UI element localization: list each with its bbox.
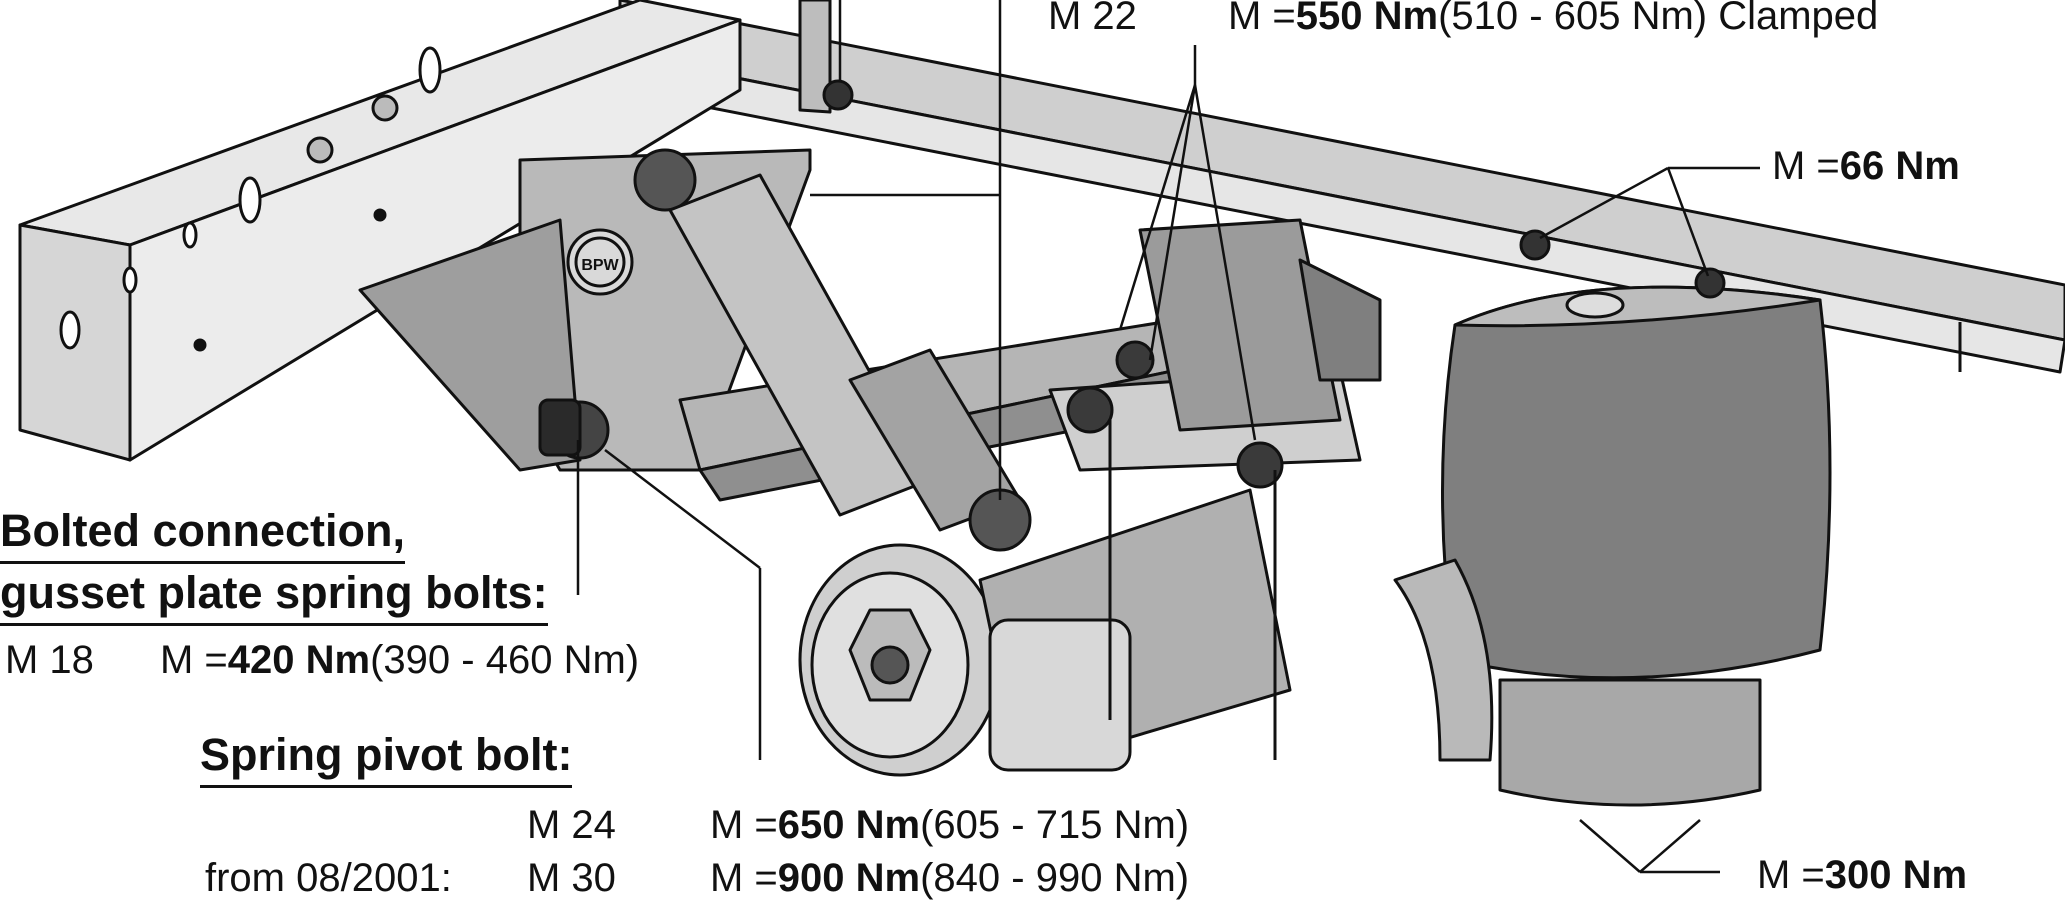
pivot-row1-size: M 24	[527, 803, 616, 847]
frame-bolts	[822, 79, 1726, 299]
brake-actuator	[1138, 218, 1382, 432]
air-spring-prefix: M =	[1757, 853, 1825, 897]
gusset-value: 420 Nm	[227, 638, 371, 682]
pivot-row2-value: 900 Nm	[777, 856, 921, 900]
gusset-range: (390 - 460 Nm)	[370, 638, 640, 682]
pivot-row2-range: (840 - 990 Nm)	[920, 856, 1190, 900]
gusset-prefix: M =	[160, 638, 228, 682]
top-bolt-size: M 22	[1048, 0, 1137, 38]
shock-absorber	[633, 148, 1032, 552]
top-bolt-prefix: M =	[1228, 0, 1296, 38]
pivot-row1-value: 650 Nm	[777, 803, 921, 847]
axle-and-hub	[798, 488, 1292, 777]
pivot-row2-size: M 30	[527, 856, 616, 900]
bpw-logo: BPW	[581, 257, 619, 274]
gusset-size: M 18	[5, 638, 94, 682]
top-bolt-range: (510 - 605 Nm) Clamped	[1438, 0, 1879, 38]
frame-bolts-torque-label: M = 66 Nm	[1772, 146, 1960, 186]
gusset-torque-label: M 18 M = 420 Nm (390 - 460 Nm)	[5, 640, 639, 680]
left-frame-member	[18, 0, 742, 462]
pivot-row1: M 24 M = 650 Nm (605 - 715 Nm)	[527, 805, 1189, 845]
pivot-row2: from 08/2001: M 30 M = 900 Nm (840 - 990 N…	[205, 858, 1189, 898]
top-bolt-value: 550 Nm	[1295, 0, 1439, 38]
air-spring	[1393, 285, 1832, 807]
gusset-heading-line1: Bolted connection,	[0, 508, 405, 564]
pivot-row1-range: (605 - 715 Nm)	[920, 803, 1190, 847]
pivot-row2-qualifier: from 08/2001:	[205, 856, 452, 900]
frame-bolts-value: 66 Nm	[1839, 144, 1960, 188]
pivot-row1-prefix: M =	[710, 803, 778, 847]
air-spring-value: 300 Nm	[1824, 853, 1968, 897]
leader-lines	[576, 0, 1760, 874]
pivot-row2-prefix: M =	[710, 856, 778, 900]
pivot-heading: Spring pivot bolt:	[200, 732, 573, 788]
gusset-heading-line2: gusset plate spring bolts:	[0, 570, 548, 626]
air-spring-torque-label: M = 300 Nm	[1757, 855, 1967, 895]
top-bolt-torque-label: M 22 M = 550 Nm (510 - 605 Nm) Clamped	[1048, 0, 1878, 36]
frame-bolts-prefix: M =	[1772, 144, 1840, 188]
